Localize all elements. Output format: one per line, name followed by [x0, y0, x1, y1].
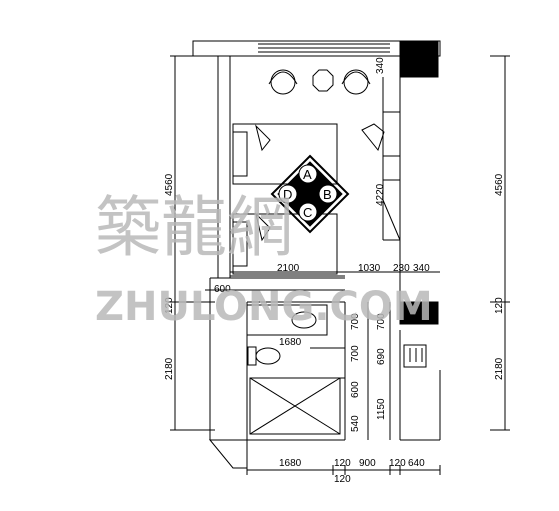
table-label-d: D — [283, 187, 292, 202]
dim-bottom-120a: 120 — [334, 458, 351, 469]
dim-690: 690 — [376, 348, 387, 365]
dim-700-b: 700 — [350, 345, 361, 362]
closet — [382, 179, 401, 241]
top-balcony — [192, 40, 441, 57]
bed-top — [232, 123, 338, 185]
dim-right-2180: 2180 — [494, 357, 505, 380]
toilet — [247, 346, 281, 366]
watermark-cn: 築龍網 — [95, 189, 293, 266]
dim-700-c: 700 — [376, 313, 387, 330]
wardrobe-right — [403, 344, 427, 368]
dim-left-120: 120 — [164, 297, 175, 314]
table-label-a: A — [303, 167, 312, 182]
column-mid-right — [399, 301, 439, 325]
dim-right-4560: 4560 — [494, 173, 505, 196]
dim-4220: 4220 — [375, 183, 386, 206]
dim-1030: 1030 — [358, 263, 381, 274]
table-label-b: B — [323, 187, 332, 202]
dining-table — [270, 154, 350, 234]
watermark-en: ZHULONG.COM — [95, 284, 433, 330]
vanity — [246, 304, 328, 336]
dim-1680-vanity: 1680 — [279, 337, 302, 348]
dim-bottom-below-120: 120 — [334, 474, 351, 485]
round-table — [312, 69, 334, 92]
dim-bottom-900: 900 — [359, 458, 376, 469]
dim-left-2180: 2180 — [164, 357, 175, 380]
column-top-right — [399, 40, 439, 78]
dim-600: 600 — [214, 284, 231, 295]
armchair-left — [268, 69, 298, 95]
dim-bottom-1680: 1680 — [279, 458, 302, 469]
dim-600-bath: 600 — [350, 381, 361, 398]
desk — [361, 111, 401, 157]
shower — [249, 377, 341, 435]
bed-bottom — [232, 212, 338, 275]
dim-2100: 2100 — [277, 263, 300, 274]
dim-1150: 1150 — [376, 398, 387, 420]
dim-230: 230 — [393, 263, 410, 274]
dim-right-120: 120 — [494, 297, 505, 314]
dim-340: 340 — [413, 263, 430, 274]
armchair-right — [341, 69, 371, 95]
dim-540: 540 — [350, 415, 361, 432]
dim-700-a: 700 — [350, 313, 361, 330]
dim-bottom-640: 640 — [408, 458, 425, 469]
dim-left-4560: 4560 — [164, 173, 175, 196]
table-label-c: C — [303, 205, 312, 220]
dim-340-corner: 340 — [375, 57, 386, 74]
dim-bottom-120b: 120 — [389, 458, 406, 469]
